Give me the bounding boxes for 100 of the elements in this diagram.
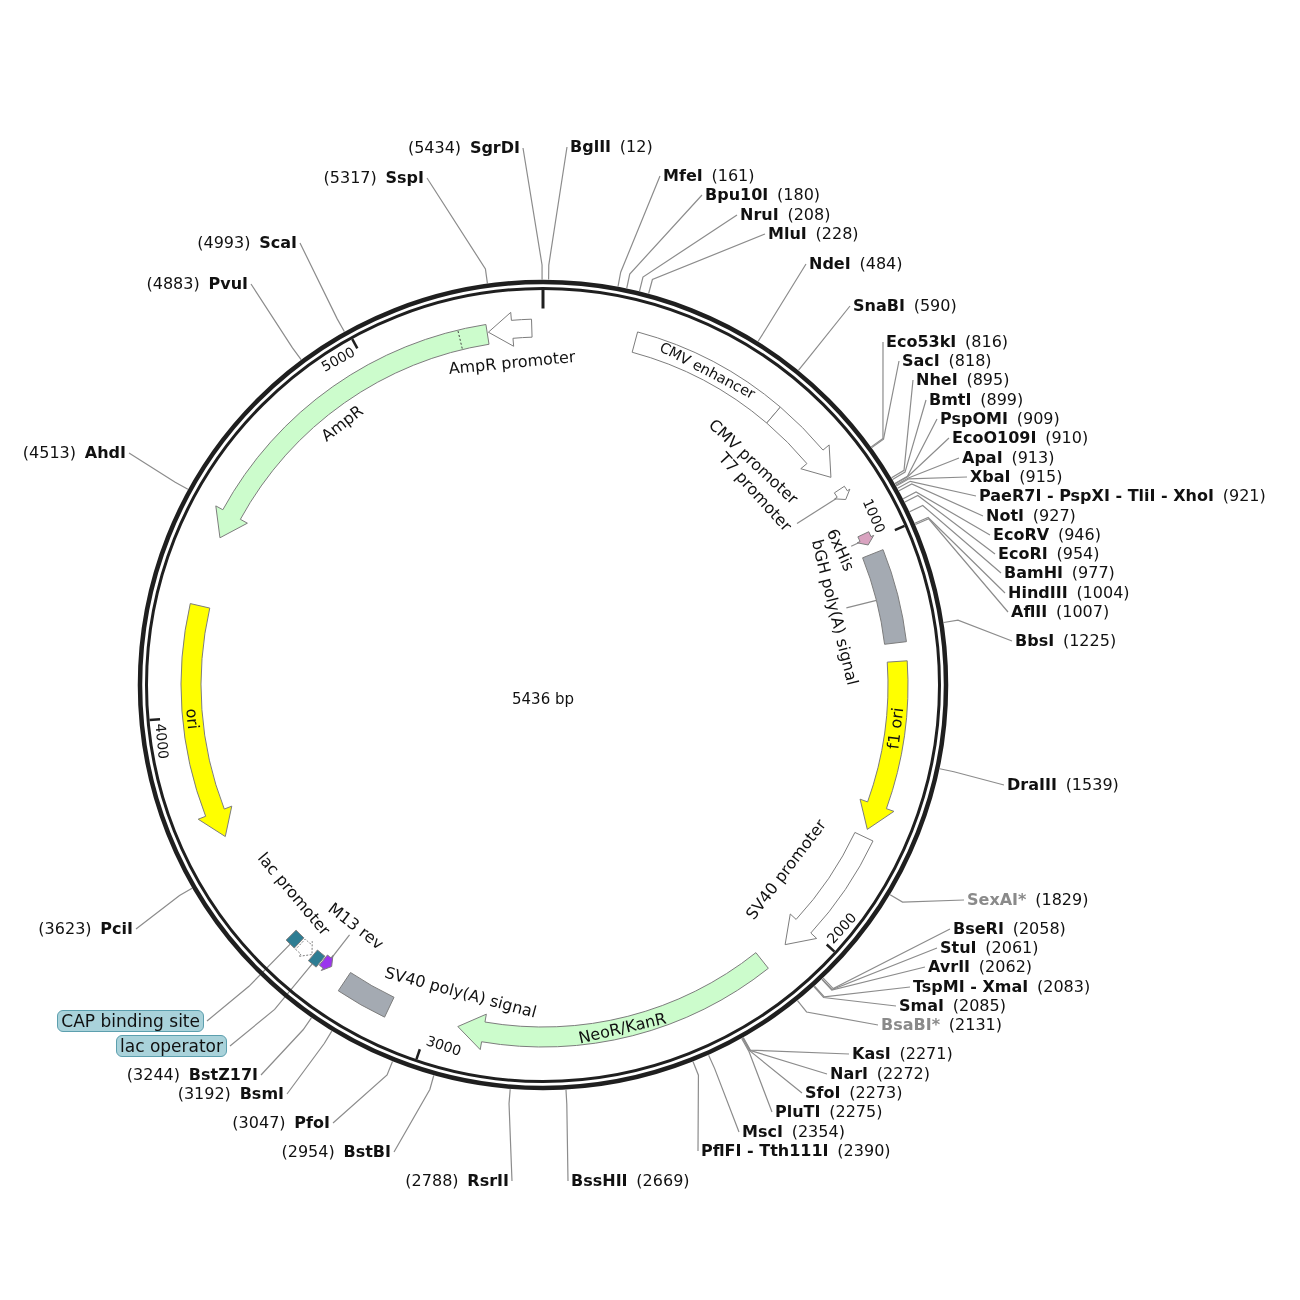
leader-line: [889, 894, 965, 903]
enzyme-site-label: Eco53kI (816): [886, 332, 1009, 352]
leader-line: [895, 457, 960, 486]
enzyme-site-label: MfeI (161): [663, 166, 755, 186]
leader-line: [741, 1037, 803, 1094]
leader-line: [332, 1060, 394, 1124]
leader-line: [914, 518, 1009, 613]
enzyme-site-label: BamHI (977): [1004, 563, 1115, 583]
leader-line: [898, 483, 984, 517]
leader-line: [508, 1088, 513, 1182]
enzyme-site-label: (3192) BsmI: [177, 1084, 284, 1104]
leader-line: [692, 1061, 700, 1152]
feature-band: [856, 531, 875, 546]
leader-line: [548, 146, 568, 281]
leader-line: [902, 491, 991, 536]
leader-line: [891, 399, 927, 481]
leader-line: [822, 928, 951, 990]
leader-line: [250, 283, 302, 361]
leader-line: [260, 1017, 312, 1076]
leader-line: [742, 1037, 828, 1075]
leader-line: [909, 504, 1002, 574]
enzyme-site-label: PspOMI (909): [940, 409, 1060, 429]
enzyme-site-label: SnaBI (590): [853, 296, 957, 316]
feature-tag: lac operator: [116, 1034, 227, 1057]
enzyme-site-label: (3047) PfoI: [232, 1113, 330, 1133]
enzyme-site-label: PaeR7I - PspXI - TliI - XhoI (921): [979, 486, 1266, 506]
leader-line: [565, 1089, 569, 1182]
enzyme-site-label: HindIII (1004): [1008, 583, 1130, 603]
enzyme-site-label: (3623) PciI: [38, 919, 133, 939]
leader-line: [742, 1037, 850, 1055]
feature-tag: CAP binding site: [57, 1009, 204, 1032]
leader-line: [135, 887, 193, 930]
enzyme-site-label: BglII (12): [570, 137, 653, 157]
feature-label: AmpR promoter: [447, 346, 577, 379]
leader-line: [943, 619, 1013, 642]
enzyme-site-label: SmaI (2085): [899, 996, 1006, 1016]
leader-line: [871, 360, 900, 449]
enzyme-site-label: NheI (895): [916, 370, 1010, 390]
feature-band: [318, 954, 334, 971]
enzyme-site-label: (2788) RsrII: [405, 1171, 509, 1191]
leader-line: [426, 177, 488, 284]
leader-line: [939, 768, 1005, 786]
enzyme-site-label: BbsI (1225): [1015, 631, 1117, 651]
leader-line: [299, 242, 345, 333]
leader-line: [206, 943, 291, 1022]
enzyme-site-label: MscI (2354): [742, 1122, 845, 1142]
leader-line: [845, 599, 877, 609]
leader-line: [626, 194, 703, 289]
leader-line: [128, 452, 189, 490]
leader-line: [286, 1030, 333, 1095]
leader-line: [617, 175, 661, 288]
leader-line: [393, 1074, 435, 1153]
leader-line: [797, 305, 851, 371]
enzyme-site-label: MluI (228): [768, 224, 859, 244]
enzyme-site-label: BsaBI* (2131): [881, 1015, 1003, 1035]
enzyme-site-label: ApaI (913): [962, 448, 1055, 468]
enzyme-site-label: (4513) AhdI: [22, 443, 126, 463]
leader-line: [904, 494, 996, 555]
enzyme-site-label: BssHII (2669): [571, 1171, 690, 1191]
leader-line: [796, 1000, 879, 1026]
enzyme-site-label: (5434) SgrDI: [407, 138, 520, 158]
enzyme-site-label: AflII (1007): [1011, 602, 1110, 622]
enzyme-site-label: BmtI (899): [929, 390, 1024, 410]
scale-label: 4000: [152, 722, 172, 760]
leader-line: [741, 1037, 773, 1113]
enzyme-site-label: (3244) BstZ17I: [126, 1065, 258, 1085]
leader-line: [897, 480, 977, 497]
enzyme-site-label: TspMI - XmaI (2083): [913, 977, 1091, 997]
enzyme-site-label: NotI (927): [986, 506, 1076, 526]
leader-line: [813, 986, 897, 1007]
enzyme-site-label: SfoI (2273): [805, 1083, 903, 1103]
scale-label: 3000: [424, 1032, 464, 1059]
enzyme-site-label: (4883) PvuI: [146, 274, 248, 294]
scale-label: 1000: [859, 496, 889, 536]
feature-label: f1 ori: [883, 706, 908, 751]
feature-label: SV40 poly(A) signal: [382, 962, 539, 1022]
leader-line: [890, 379, 914, 479]
plasmid-size-label: 5436 bp: [512, 690, 574, 708]
leader-line: [895, 476, 968, 487]
enzyme-site-label: PluTI (2275): [775, 1102, 883, 1122]
enzyme-site-label: SexAI* (1829): [967, 890, 1089, 910]
enzyme-site-label: XbaI (915): [970, 467, 1063, 487]
enzyme-site-label: (4993) ScaI: [197, 233, 297, 253]
leader-line: [648, 233, 766, 295]
feature-block: [307, 949, 326, 968]
enzyme-site-label: Bpu10I (180): [705, 185, 821, 205]
enzyme-site-label: EcoRI (954): [998, 544, 1100, 564]
leader-line: [229, 963, 313, 1047]
leader-line: [821, 966, 926, 991]
enzyme-site-label: NruI (208): [740, 205, 831, 225]
leader-line: [708, 1054, 740, 1133]
enzyme-site-label: PflFI - Tth111I (2390): [701, 1141, 891, 1161]
enzyme-site-label: AvrII (2062): [928, 957, 1033, 977]
enzyme-site-label: StuI (2061): [940, 938, 1039, 958]
feature-block: [862, 549, 907, 645]
leader-line: [870, 341, 884, 448]
leader-line: [330, 934, 351, 959]
enzyme-site-label: BseRI (2058): [953, 919, 1066, 939]
enzyme-site-label: (5317) SspI: [323, 168, 424, 188]
feature-label: ori: [182, 707, 204, 730]
